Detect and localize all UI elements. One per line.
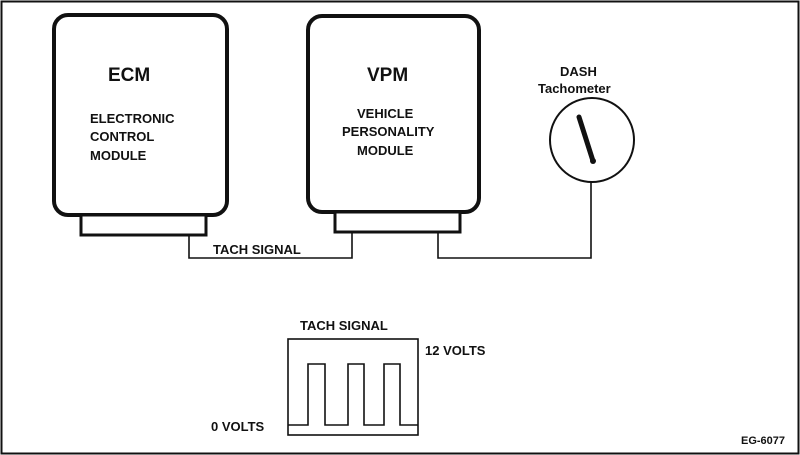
dash-label-line2: Tachometer — [538, 81, 611, 96]
ecm-to-vpm-wire — [188, 232, 353, 259]
tach-signal-waveform: TACH SIGNAL 12 VOLTS 0 VOLTS — [211, 318, 486, 436]
square-wave-trace — [288, 363, 418, 426]
tachometer-pivot — [590, 158, 596, 164]
waveform-low-label: 0 VOLTS — [211, 419, 265, 434]
tachometer-needle — [576, 114, 596, 164]
ecm-desc-line3: MODULE — [90, 148, 147, 163]
figure-id: EG-6077 — [741, 435, 785, 447]
tachometer-dial — [549, 97, 635, 183]
ecm-desc-line2: CONTROL — [90, 129, 154, 144]
vpm-desc-line1: VEHICLE — [357, 106, 414, 121]
vpm-module: VPM VEHICLE PERSONALITY MODULE — [306, 14, 481, 234]
ecm-module: ECM ELECTRONIC CONTROL MODULE — [52, 13, 229, 237]
vpm-title: VPM — [367, 65, 408, 86]
ecm-title: ECM — [108, 65, 150, 86]
dash-tachometer: DASH Tachometer — [538, 64, 635, 183]
vpm-to-tach-wire — [437, 182, 592, 259]
vpm-desc-line2: PERSONALITY — [342, 124, 435, 139]
ecm-connector — [79, 213, 208, 237]
tach-signal-wire-label: TACH SIGNAL — [213, 242, 301, 257]
vpm-desc-line3: MODULE — [357, 143, 414, 158]
waveform-high-label: 12 VOLTS — [425, 343, 486, 358]
ecm-desc-line1: ELECTRONIC — [90, 111, 175, 126]
dash-label-line1: DASH — [560, 64, 597, 79]
waveform-title: TACH SIGNAL — [300, 318, 388, 333]
vpm-connector — [333, 210, 462, 234]
waveform-frame — [287, 338, 419, 436]
wiring — [188, 182, 592, 259]
